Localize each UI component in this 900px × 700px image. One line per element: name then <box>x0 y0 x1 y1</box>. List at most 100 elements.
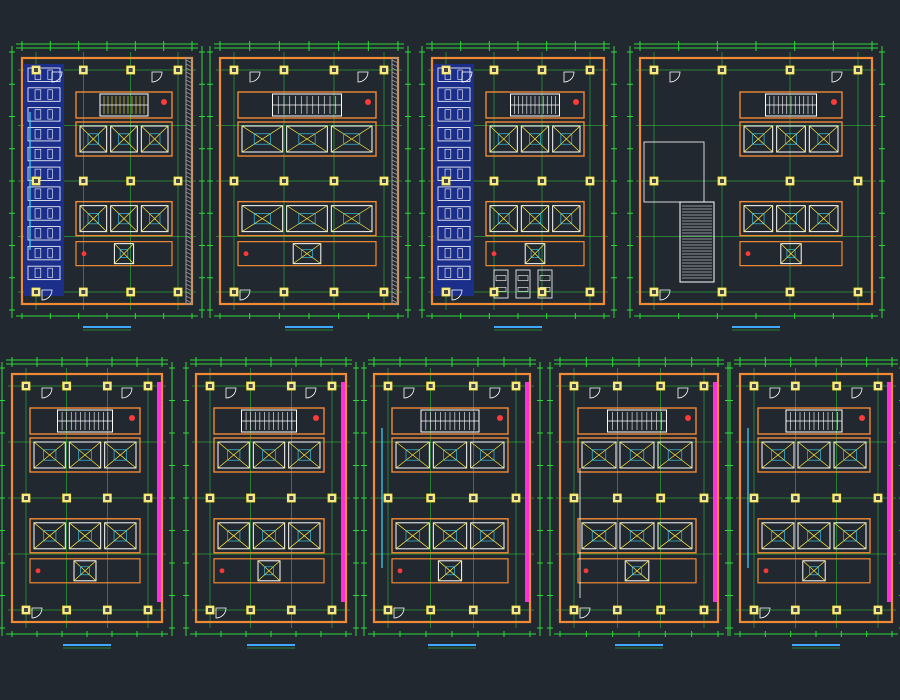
elevator-shaft <box>104 441 137 469</box>
hatch-stroke <box>391 291 399 296</box>
car-windshield <box>444 89 452 100</box>
service-room-wall <box>391 558 509 584</box>
hatch-stroke <box>391 95 399 100</box>
elevator-shaft <box>113 243 135 265</box>
column-core <box>146 384 150 388</box>
floor-plan-plan-7 <box>361 357 543 649</box>
elevator-shaft <box>833 441 867 469</box>
car-outline <box>437 127 471 142</box>
parking-zone <box>434 64 474 296</box>
column-core <box>702 608 706 612</box>
elevator-shaft <box>68 522 102 550</box>
column-grid-marker <box>379 287 389 297</box>
car-rear-window <box>47 148 53 160</box>
elevator-shaft <box>217 522 250 550</box>
column-grid-marker <box>785 176 795 186</box>
parked-car <box>27 186 61 201</box>
column-markers <box>569 381 709 615</box>
hatch-stroke <box>391 251 399 256</box>
elevator-car <box>113 530 127 542</box>
column-markers <box>383 381 521 615</box>
parked-car <box>27 87 61 102</box>
door-swings <box>31 387 133 619</box>
elevator-car <box>529 133 541 145</box>
elevator-box <box>432 522 468 550</box>
hatch-stroke <box>185 251 193 256</box>
car-rear-window <box>47 129 53 140</box>
column-markers <box>441 65 595 297</box>
hatch-stroke <box>185 143 193 148</box>
car-windshield <box>444 208 452 219</box>
column-grid-marker <box>31 65 41 75</box>
elevator-shaft <box>68 441 102 469</box>
column-core <box>793 608 798 612</box>
elevator-box <box>581 522 617 550</box>
building-core <box>237 91 377 267</box>
elevator-car <box>227 530 241 542</box>
column-core <box>232 68 236 72</box>
column-grid-marker <box>383 493 393 503</box>
hatch-stroke <box>185 135 193 140</box>
elevator-box <box>619 522 655 550</box>
car-outline <box>493 269 509 299</box>
ramp-room <box>643 141 705 203</box>
elevator-lobby-upper-wall <box>485 121 585 157</box>
sheet-title-bar <box>247 644 295 646</box>
column-grid-marker <box>585 287 595 297</box>
hatch-stroke <box>391 223 399 228</box>
elevator-cross <box>743 125 773 153</box>
column-core <box>81 179 86 183</box>
elevator-cross <box>253 441 285 469</box>
parked-car <box>437 127 471 142</box>
door-swing <box>677 387 689 399</box>
elevator-car <box>560 213 573 225</box>
floor-plan-plan-1 <box>9 41 205 331</box>
column-grid-marker <box>383 605 393 615</box>
parked-car <box>27 245 61 261</box>
building-core <box>757 407 871 584</box>
hatch-stroke <box>185 111 193 116</box>
elevator-car <box>118 213 130 225</box>
door-swings <box>41 71 163 301</box>
fire-hydrant-marker <box>859 415 865 421</box>
column-core <box>615 608 620 612</box>
hatch-stroke <box>185 95 193 100</box>
elevator-shaft <box>520 125 550 153</box>
elevator-lobby-upper-wall <box>739 121 843 157</box>
column-core <box>471 384 476 388</box>
elevator-box <box>581 441 617 469</box>
elevator-box <box>552 205 581 233</box>
column-core <box>382 290 386 294</box>
hatch-stroke <box>185 123 193 128</box>
column-grid-marker <box>441 176 451 186</box>
building-core <box>391 407 509 584</box>
exterior-wall <box>430 56 606 306</box>
column-grid-marker <box>21 493 31 503</box>
hatch-stroke <box>391 143 399 148</box>
column-grid-marker <box>612 605 622 615</box>
column-core <box>788 179 792 183</box>
hatch-stroke <box>185 275 193 280</box>
elevator-car <box>118 133 130 145</box>
column-grid-marker <box>78 287 88 297</box>
elevator-shaft <box>470 441 505 469</box>
elevator-box <box>33 522 66 550</box>
car-windshield <box>444 148 452 160</box>
elevator-car <box>771 530 785 542</box>
column-markers <box>649 65 863 297</box>
column-grid-marker <box>62 381 72 391</box>
sheet-title-bar <box>792 644 840 646</box>
elevator-car <box>629 449 645 461</box>
hatch-stroke <box>185 159 193 164</box>
floor-plan-plan-4 <box>627 41 885 331</box>
column-grid-marker <box>426 605 436 615</box>
hatch-stroke <box>391 299 399 304</box>
car-outline <box>437 206 471 221</box>
column-grid-marker <box>468 493 478 503</box>
column-core <box>24 496 28 500</box>
hatch-stroke <box>185 151 193 156</box>
column-core <box>332 290 336 294</box>
building-core <box>75 91 173 267</box>
column-core <box>64 496 69 500</box>
elevator-box <box>79 205 108 233</box>
